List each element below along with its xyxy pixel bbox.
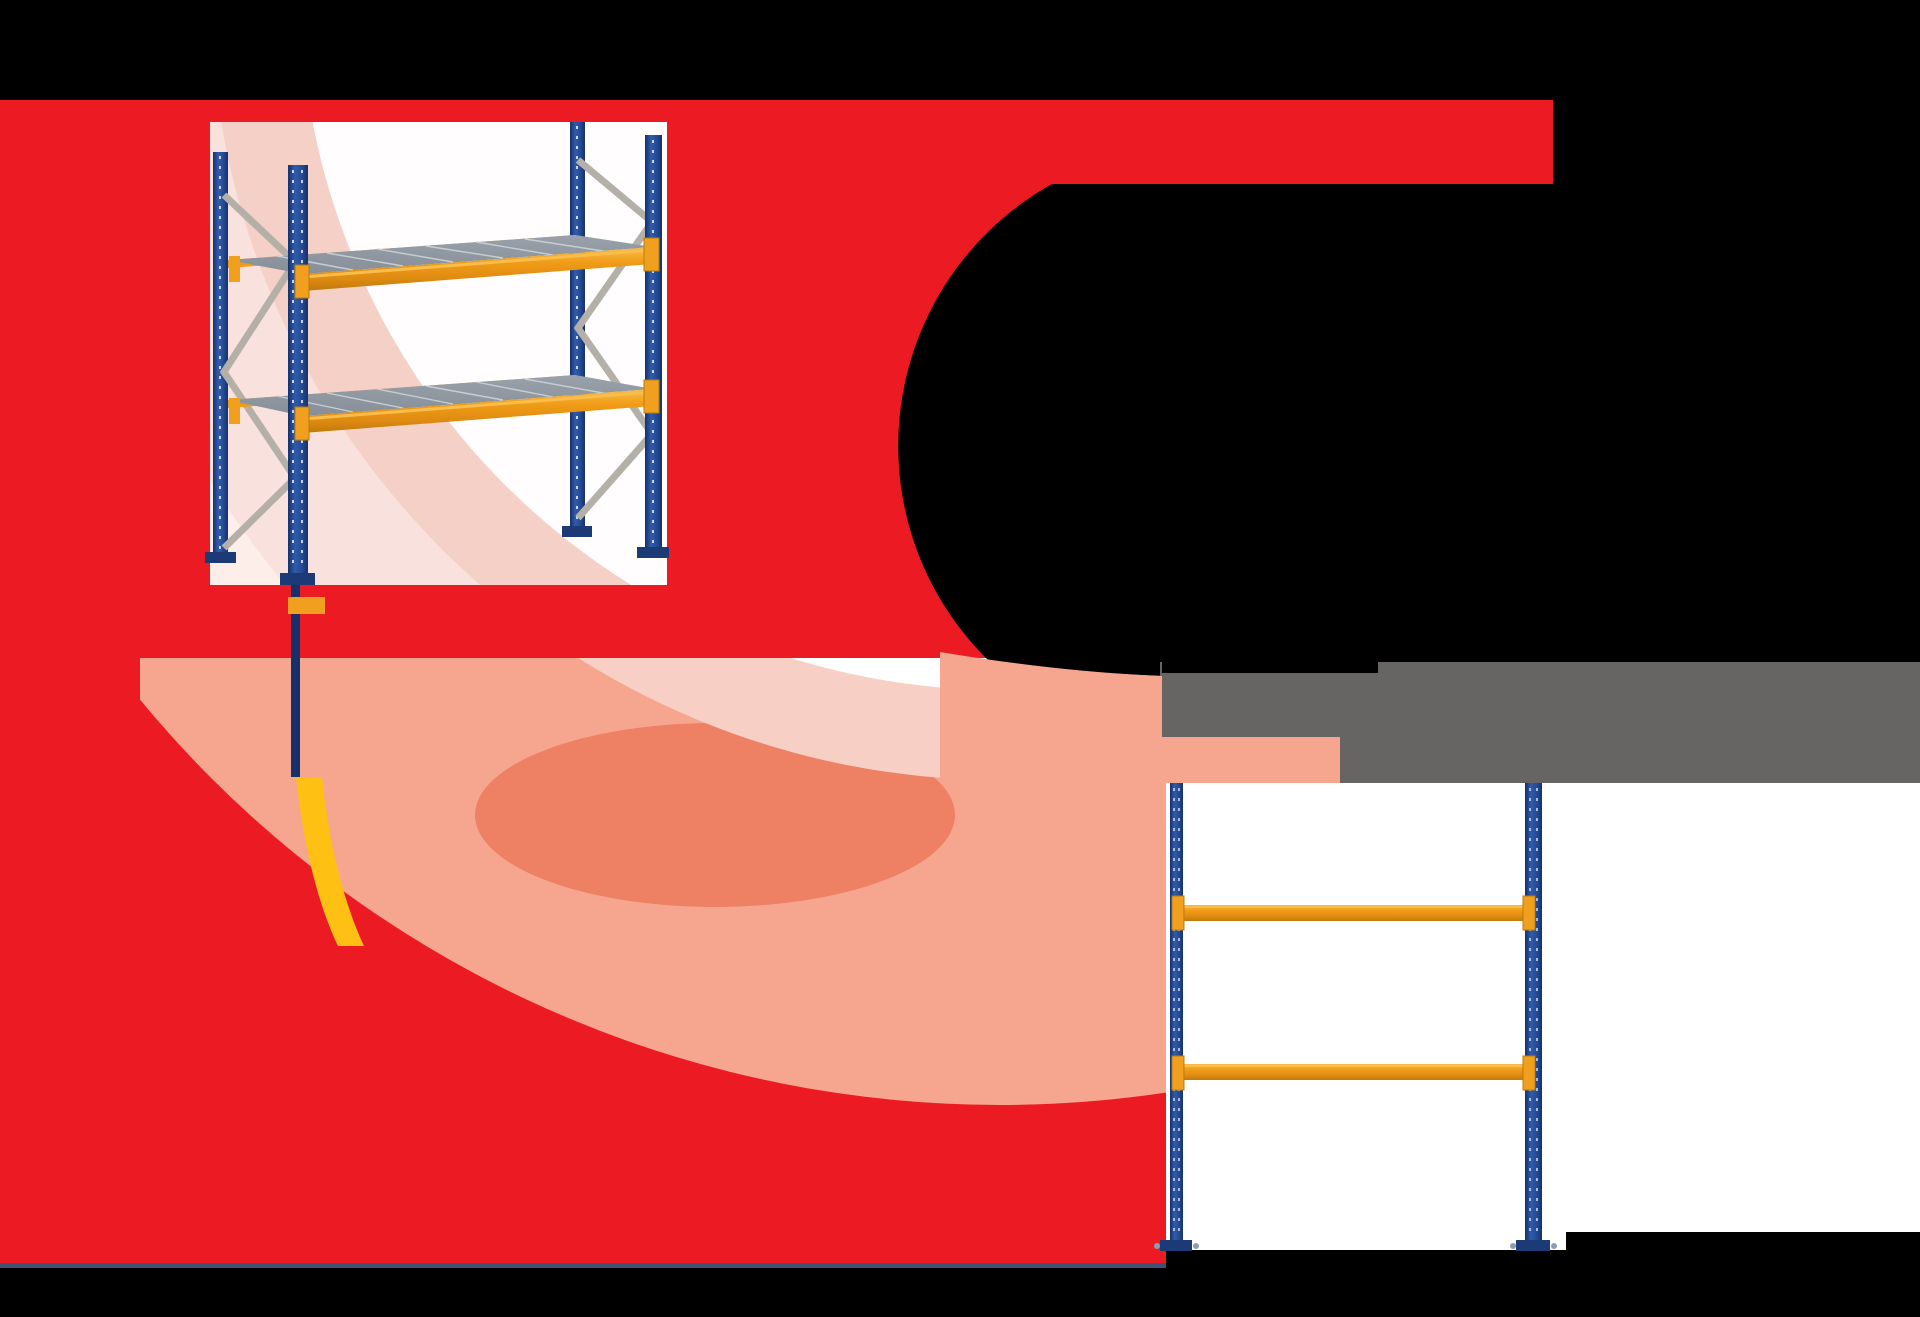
yellow-arc-accent [296, 777, 364, 946]
brace-left-frame [219, 192, 300, 551]
placeholder-top-step [1162, 662, 1378, 673]
rack-feet [205, 526, 669, 585]
baseline [0, 1263, 1166, 1268]
beam-1-connector-back [229, 256, 240, 282]
front-beam-2 [229, 379, 660, 441]
beam-2-connector-left [294, 406, 310, 441]
upright-stub [291, 585, 300, 777]
right-beam-1-connector-left [1171, 895, 1185, 931]
beam-2-connector-back [229, 398, 240, 424]
upright-back-left [213, 152, 228, 552]
brace-right-frame [573, 157, 657, 521]
deck-2 [228, 375, 653, 416]
upright-front-right [645, 135, 662, 547]
right-rack-feet [1154, 1240, 1557, 1251]
right-beam-2-connector-right [1522, 1055, 1536, 1091]
upright-front-left [288, 165, 308, 573]
swirl-ring-dark-salmon [475, 723, 955, 907]
right-upright-left [1170, 783, 1183, 1240]
beam-1-connector-left [294, 264, 310, 299]
right-beam-1 [1171, 895, 1536, 931]
swirl-arc-over-gray [940, 652, 1340, 783]
stub-plate [288, 597, 325, 614]
right-beam-1-connector-right [1522, 895, 1536, 931]
beam-2-connector-right [643, 379, 660, 414]
right-rack-panel [1154, 783, 1920, 1251]
left-rack-panel [205, 122, 669, 777]
deck-1 [228, 235, 653, 274]
beam-1-connector-right [643, 237, 660, 272]
right-upright-right [1525, 783, 1542, 1240]
front-beam-1 [229, 237, 660, 299]
right-panel-background [1166, 783, 1920, 1250]
right-beam-2-connector-left [1171, 1055, 1185, 1091]
right-beam-2 [1171, 1055, 1536, 1091]
background-cutout [898, 184, 1920, 676]
